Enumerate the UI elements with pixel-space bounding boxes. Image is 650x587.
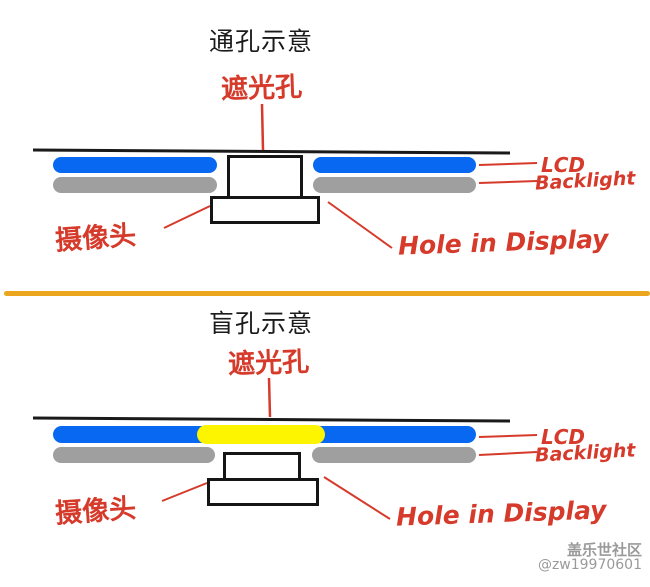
bottom-lcd-leader-line xyxy=(478,434,538,438)
bottom-camera-module-rect xyxy=(207,478,319,506)
bottom-backlight-bar-right xyxy=(312,447,476,463)
top-hole-in-display-label: Hole in Display xyxy=(397,224,609,261)
top-cover-glass-line xyxy=(32,148,511,155)
top-lcd-bar-left xyxy=(53,157,217,173)
bottom-backlight-bar-left xyxy=(53,447,215,463)
top-shade-hole-label: 遮光孔 xyxy=(220,71,303,106)
bottom-cover-glass-line xyxy=(32,416,511,423)
bottom-camera-sensor-rect xyxy=(223,452,301,481)
bottom-section-title: 盲孔示意 xyxy=(209,309,314,338)
section-divider xyxy=(4,291,650,296)
top-lcd-label: LCD xyxy=(541,153,586,177)
watermark-community: 盖乐世社区 xyxy=(566,541,642,559)
bottom-camera-label: 摄像头 xyxy=(54,493,138,530)
top-hole-leader-line xyxy=(327,201,393,249)
top-lcd-bar-right xyxy=(313,157,476,173)
top-lcd-leader-line xyxy=(478,162,538,166)
bottom-lcd-label: LCD xyxy=(541,425,586,449)
top-backlight-bar-right xyxy=(313,177,476,193)
bottom-backlight-label: Backlight xyxy=(534,439,636,467)
top-backlight-label: Backlight xyxy=(534,167,636,195)
top-backlight-leader-line xyxy=(478,180,538,184)
top-camera-module-rect xyxy=(210,196,320,224)
bottom-blind-hole-area xyxy=(197,425,325,444)
bottom-shade-hole-leader-line xyxy=(267,377,272,418)
bottom-shade-hole-label: 遮光孔 xyxy=(227,346,310,381)
top-camera-leader-line xyxy=(163,205,211,229)
bottom-camera-leader-line xyxy=(161,482,208,502)
top-section-title: 通孔示意 xyxy=(209,27,314,56)
top-backlight-bar-left xyxy=(53,177,217,193)
top-camera-label: 摄像头 xyxy=(54,220,138,257)
bottom-backlight-leader-line xyxy=(478,451,538,456)
bottom-hole-in-display-label: Hole in Display xyxy=(395,495,607,532)
top-shade-hole-leader-line xyxy=(260,103,265,151)
top-camera-sensor-rect xyxy=(227,155,303,199)
bottom-hole-leader-line xyxy=(323,476,391,520)
watermark-handle: @zw19970601 xyxy=(537,557,642,573)
